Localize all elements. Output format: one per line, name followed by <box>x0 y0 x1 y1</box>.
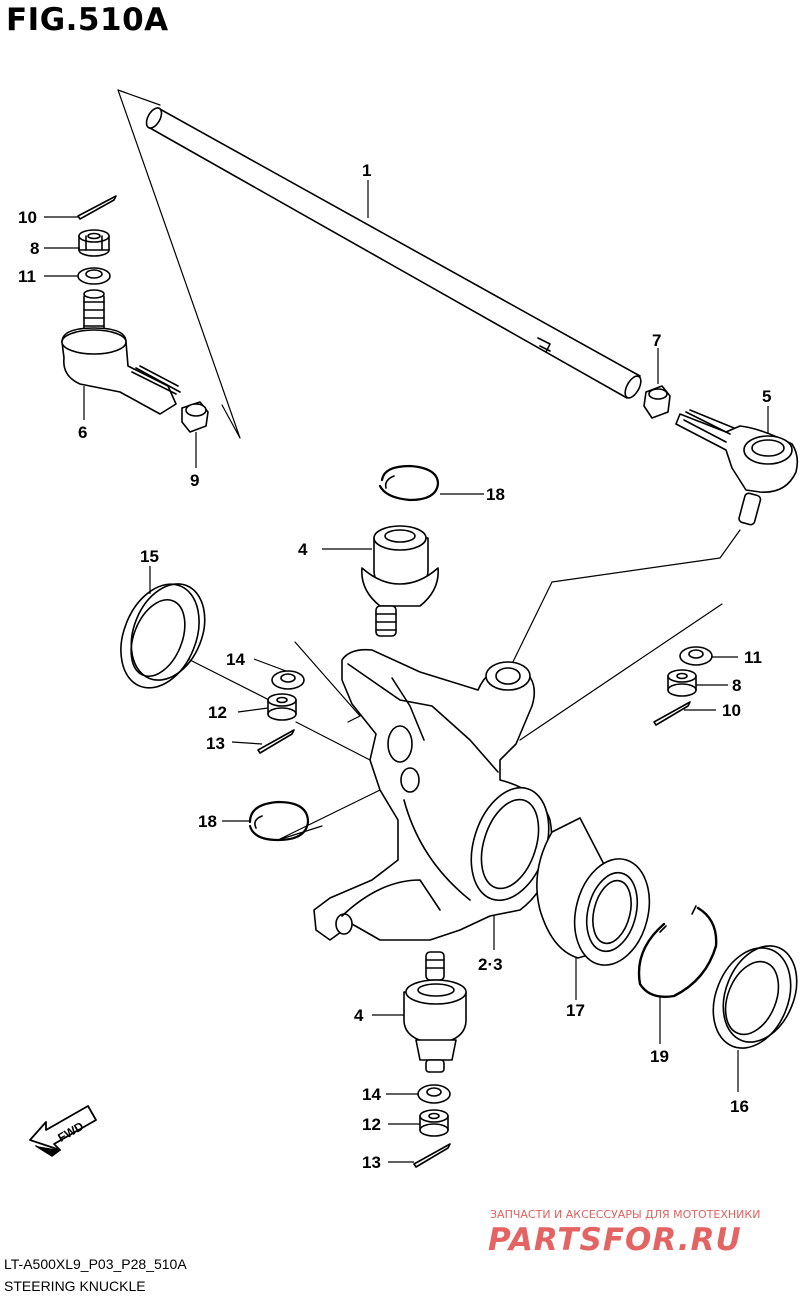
assembly-bracket-lines <box>117 89 741 841</box>
callout-12: 12 <box>208 703 227 722</box>
castle-nut-part[interactable] <box>267 693 297 721</box>
lock-nut-part[interactable] <box>643 385 671 419</box>
forward-direction-arrow-icon <box>29 1105 97 1157</box>
callout-19: 19 <box>650 1047 669 1066</box>
figure-name: STEERING KNUCKLE <box>4 1278 146 1294</box>
leader-lines <box>44 180 769 1163</box>
callout-11: 11 <box>744 648 762 667</box>
castle-nut-part[interactable] <box>667 669 697 697</box>
cotter-pin-part[interactable] <box>413 1143 451 1168</box>
callout-labels: 1 10 8 11 6 9 7 5 18 4 15 14 12 13 11 8 … <box>18 161 771 1172</box>
callout-17: 17 <box>566 1001 585 1020</box>
callout-13: 13 <box>362 1153 381 1172</box>
washer-part[interactable] <box>417 1084 451 1104</box>
snap-ring-part[interactable] <box>248 800 310 842</box>
cotter-pin-part[interactable] <box>257 729 295 754</box>
oil-seal-part[interactable] <box>106 572 218 699</box>
hex-nut-part[interactable] <box>181 401 209 433</box>
snap-ring-part[interactable] <box>378 464 440 502</box>
oil-seal-part[interactable] <box>699 935 800 1060</box>
callout-9: 9 <box>190 471 199 490</box>
callout-14: 14 <box>362 1085 381 1104</box>
watermark-tagline: ЗАПЧАСТИ И АКСЕССУАРЫ ДЛЯ МОТОТЕХНИКИ <box>490 1208 761 1221</box>
castle-nut-part[interactable] <box>419 1109 449 1137</box>
circlip-part[interactable] <box>637 905 718 998</box>
steering-knuckle-part[interactable] <box>313 648 562 941</box>
callout-15: 15 <box>140 547 159 566</box>
washer-part[interactable] <box>77 267 111 285</box>
callout-5: 5 <box>762 387 771 406</box>
ball-joint-part[interactable] <box>361 525 439 637</box>
tie-rod-part[interactable] <box>143 105 644 400</box>
callout-10: 10 <box>722 701 741 720</box>
callout-1: 1 <box>362 161 371 180</box>
washer-part[interactable] <box>271 670 305 690</box>
callout-18: 18 <box>486 485 505 504</box>
callout-8: 8 <box>732 676 741 695</box>
callout-6: 6 <box>78 423 87 442</box>
wheel-bearing-part[interactable] <box>536 817 660 973</box>
washer-part[interactable] <box>679 646 713 666</box>
castle-nut-part[interactable] <box>78 229 110 257</box>
callout-2-3: 2·3 <box>478 955 503 974</box>
ball-joint-part[interactable] <box>403 951 467 1073</box>
cotter-pin-part[interactable] <box>653 701 691 726</box>
callout-14: 14 <box>226 650 245 669</box>
figure-code: LT-A500XL9_P03_P28_510A <box>4 1256 187 1272</box>
tie-rod-end-part[interactable] <box>61 289 181 415</box>
callout-7: 7 <box>652 331 661 350</box>
figure-title: FIG.510A <box>6 2 169 38</box>
callout-18: 18 <box>198 812 217 831</box>
callout-10: 10 <box>18 208 37 227</box>
tie-rod-end-part[interactable] <box>675 409 799 526</box>
watermark-logo: PARTSFOR.RU <box>488 1222 742 1258</box>
callout-12: 12 <box>362 1115 381 1134</box>
callout-13: 13 <box>206 734 225 753</box>
callout-16: 16 <box>730 1097 749 1116</box>
callout-4: 4 <box>354 1006 364 1025</box>
callout-8: 8 <box>30 239 39 258</box>
callout-11: 11 <box>18 267 36 286</box>
callout-4: 4 <box>298 540 308 559</box>
cotter-pin-part[interactable] <box>77 195 117 220</box>
